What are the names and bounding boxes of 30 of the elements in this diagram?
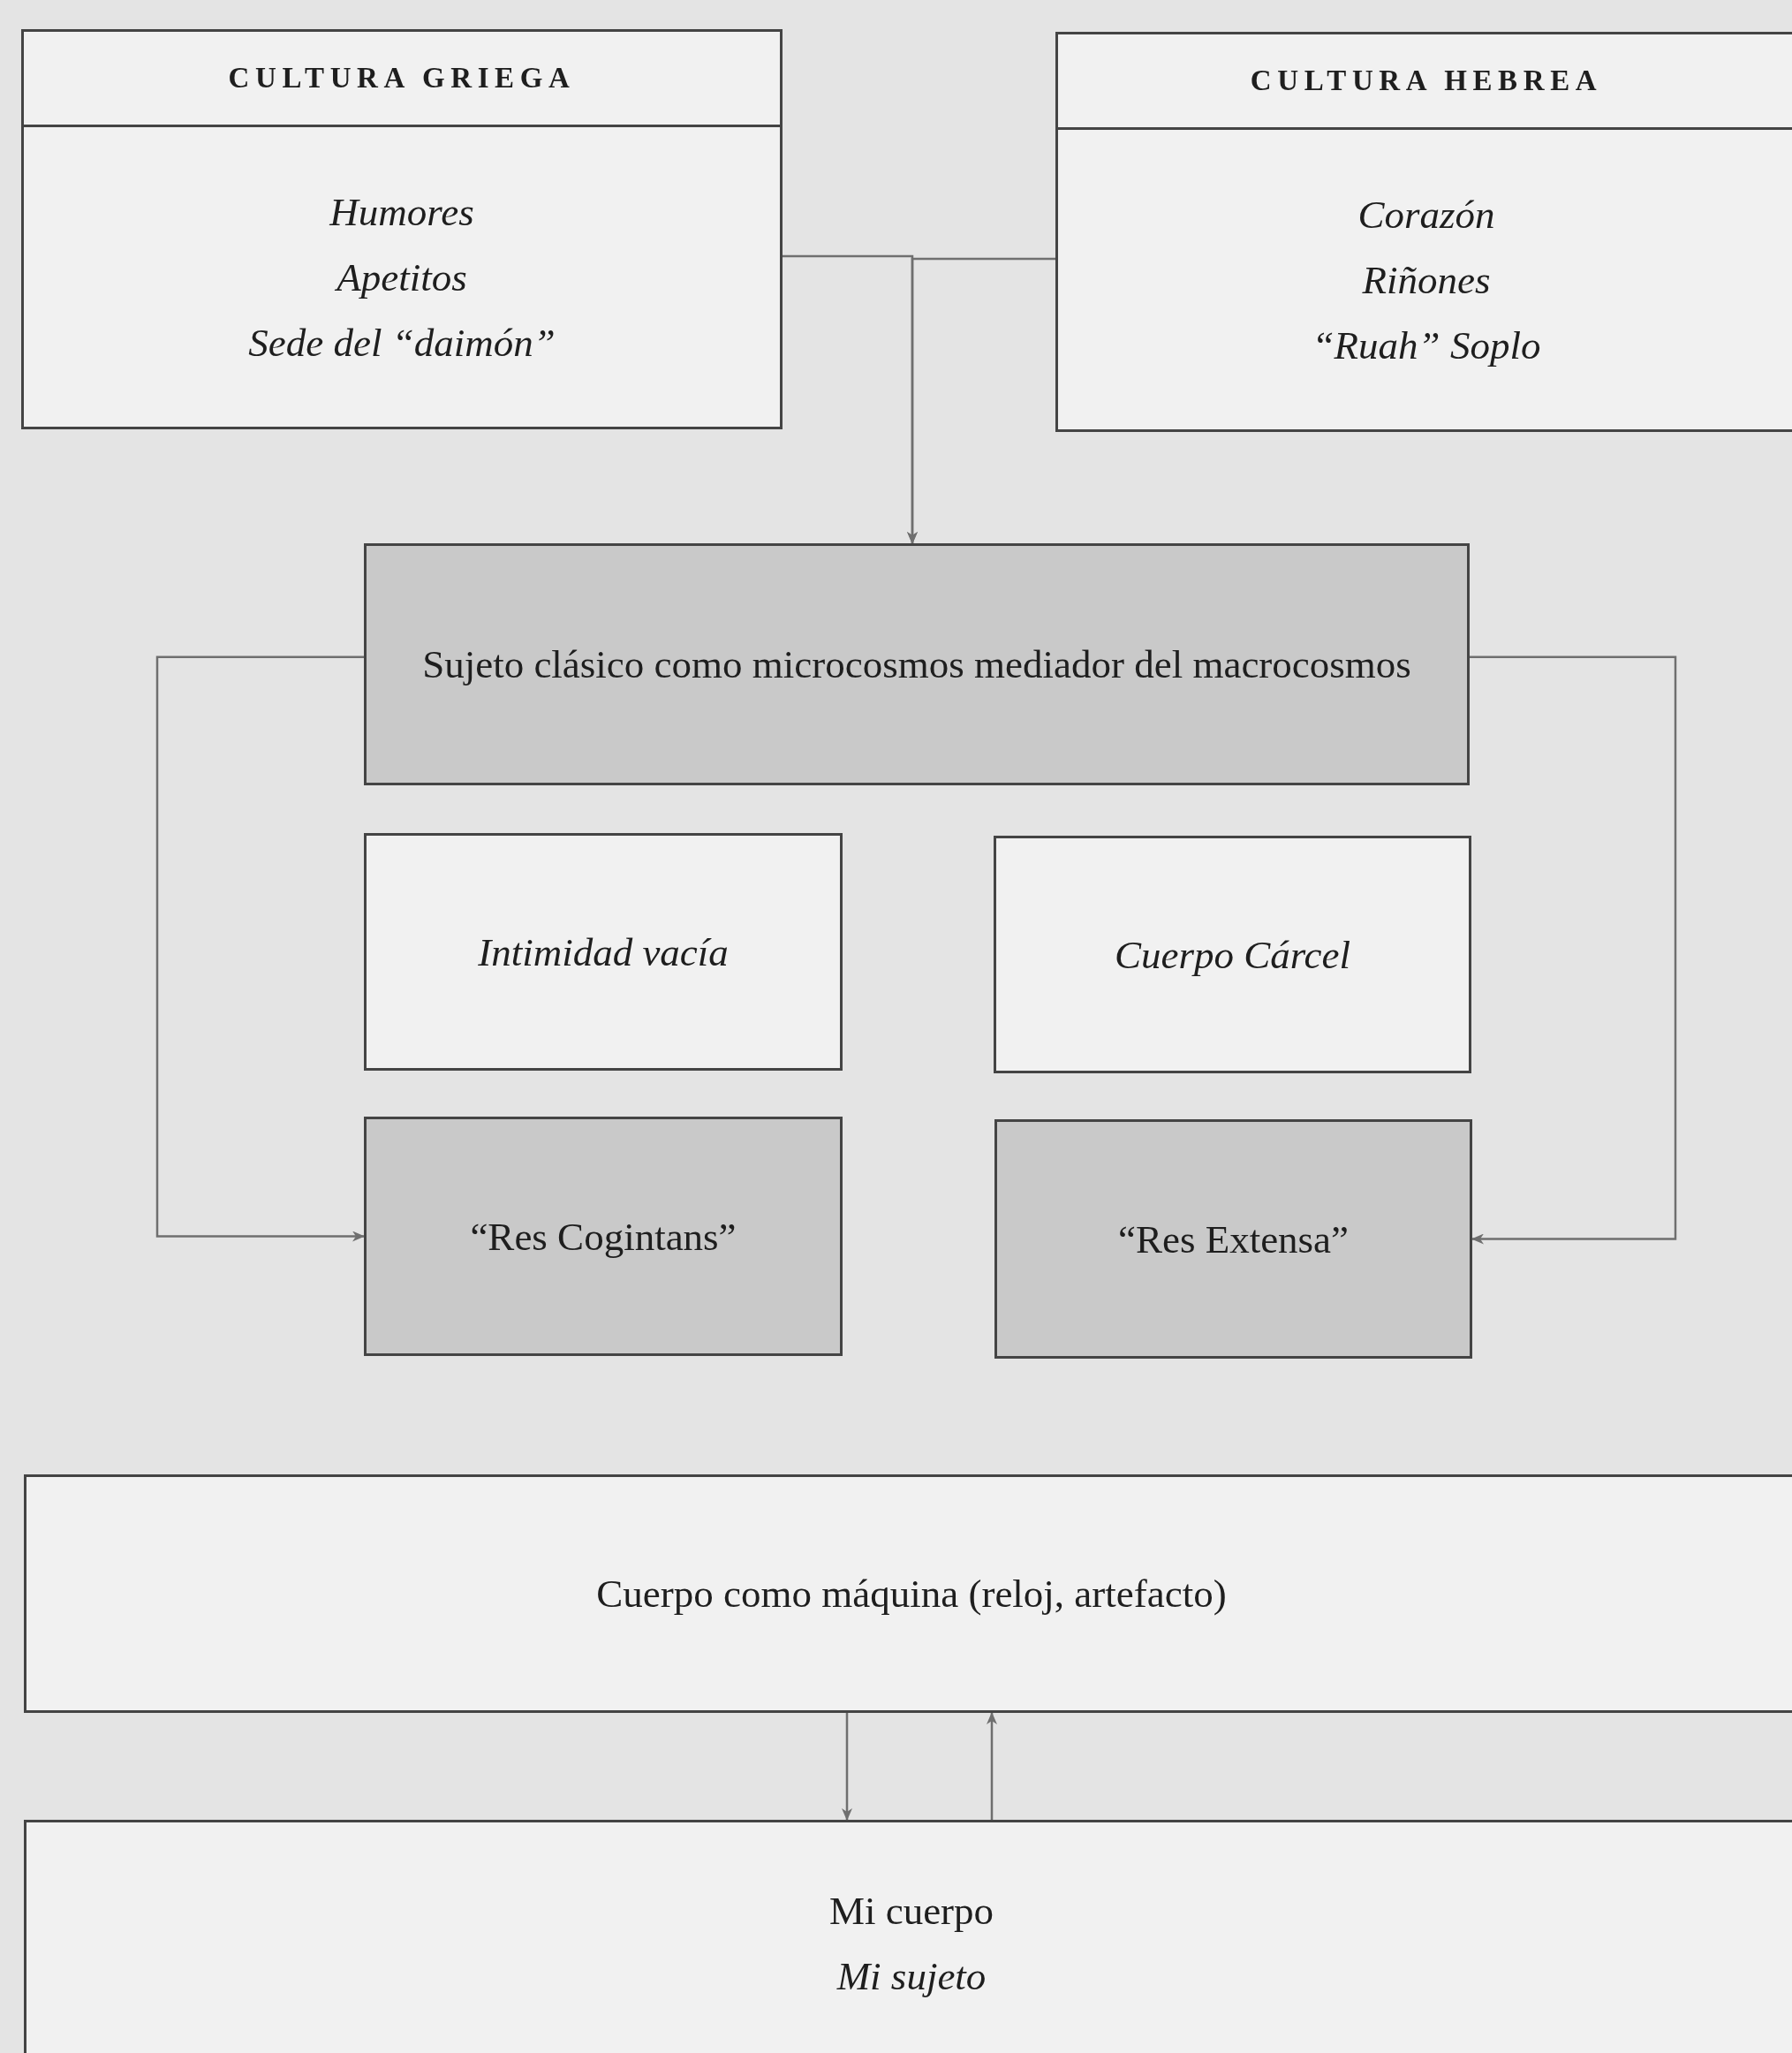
box-text: Mi sujeto [836, 1953, 987, 2000]
box-text: Sujeto clásico como microcosmos mediador del macrocosmos [422, 641, 1411, 688]
concept-box [994, 836, 1471, 1073]
box-text: Cuerpo Cárcel [1114, 931, 1351, 979]
box-text: Intimidad vacía [478, 928, 729, 976]
culture-box [21, 29, 783, 429]
arrow [987, 1712, 997, 1820]
concept-box [24, 1820, 1792, 2053]
box-text: Corazón [1357, 191, 1495, 239]
box-text: Riñones [1362, 256, 1491, 304]
box-heading: CULTURA HEBREA [1250, 63, 1603, 98]
box-text: “Res Cogintans” [470, 1213, 737, 1261]
concept-box [364, 543, 1470, 785]
concept-box [364, 1117, 843, 1356]
arrow [1470, 655, 1677, 1245]
arrow [842, 1713, 852, 1821]
box-text: Mi cuerpo [828, 1888, 994, 1935]
box-text: Sede del “daimón” [248, 319, 556, 367]
culture-box [1055, 32, 1792, 432]
box-text: “Res Extensa” [1117, 1216, 1350, 1263]
box-heading: CULTURA GRIEGA [228, 60, 576, 95]
box-text: “Ruah” Soplo [1312, 322, 1541, 369]
box-text: Humores [329, 188, 474, 236]
arrow [155, 655, 365, 1242]
concept-box [24, 1474, 1792, 1713]
concept-box [994, 1119, 1472, 1359]
concept-box [364, 833, 843, 1071]
arrow [907, 257, 1055, 544]
box-text: Apetitos [336, 254, 467, 301]
box-text: Cuerpo como máquina (reloj, artefacto) [596, 1571, 1227, 1617]
